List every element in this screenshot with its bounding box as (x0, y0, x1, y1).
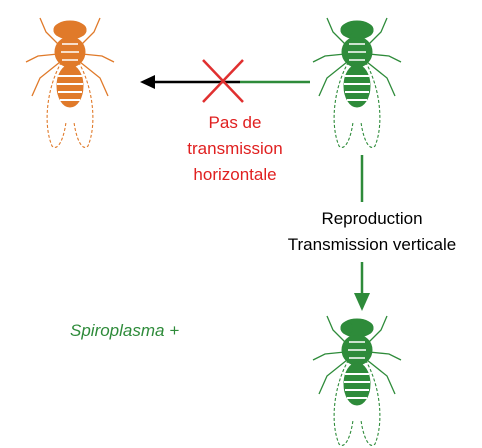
horizontal-label-line-1: Pas de (208, 113, 262, 132)
vertical-transmission-arrow (354, 155, 370, 311)
spiroplasma-label: Spiroplasma + (70, 321, 180, 340)
blocked-cross-icon (202, 59, 244, 103)
vertical-label-line-2: Transmission verticale (287, 235, 457, 254)
horizontal-label-line-3: horizontale (193, 165, 277, 184)
vertical-label-line-1: Reproduction (321, 209, 423, 228)
horizontal-label-line-2: transmission (187, 139, 283, 158)
vertical-transmission-label: Reproduction Transmission verticale (262, 206, 482, 258)
infected-offspring-fly-icon (312, 315, 402, 447)
no-horizontal-transmission-label: Pas de transmission horizontale (140, 110, 330, 188)
uninfected-fly-icon (25, 17, 115, 149)
